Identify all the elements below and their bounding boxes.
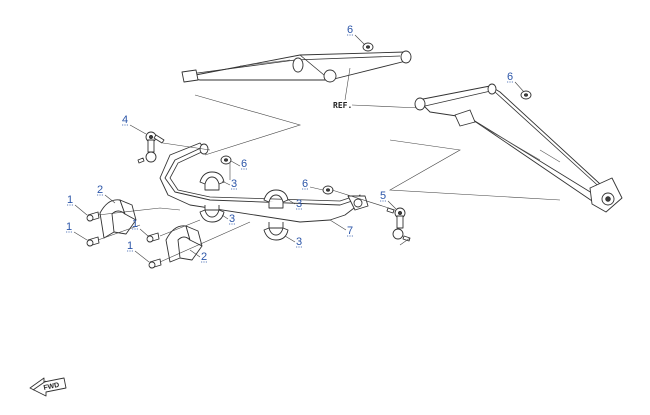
stabilizer-link-right [386,207,411,242]
nut-top [362,42,374,52]
assembly-line-f [162,142,211,151]
ref-leader-upper [344,67,351,101]
callout-1-a[interactable]: 1 [67,194,73,206]
stabilizer-link-left [137,131,165,164]
callout-2-right[interactable]: 2 [201,251,207,263]
bushing-lower-left [199,205,225,223]
fwd-label: FWD [43,382,60,392]
stabilizer-bar [159,142,369,223]
nut-mid [322,185,334,195]
bracket-left [99,199,137,239]
bracket-right [165,225,203,263]
ref-label: REF. [333,101,352,110]
callout-3-lower-right[interactable]: 3 [296,236,302,248]
upper-a-arm-reference [181,50,412,83]
bushing-upper-left [199,171,225,191]
callouts: 6 6 4 6 3 2 1 1 1 1 3 3 [66,24,525,263]
assembly-line-h [399,237,411,246]
lower-a-arm [388,83,623,213]
bolt-1b [86,236,100,247]
callout-1-c[interactable]: 1 [132,218,138,230]
callout-6-mid[interactable]: 6 [302,178,308,190]
callout-6-top[interactable]: 6 [347,24,353,36]
assembly-line-a [97,207,181,216]
bolt-1a [86,211,100,222]
callout-4[interactable]: 4 [122,114,128,126]
bushing-upper-right [263,189,289,209]
assembly-line-c [159,219,201,237]
callout-7[interactable]: 7 [347,225,353,237]
bolt-1d [148,258,162,269]
callout-5[interactable]: 5 [380,190,386,202]
callout-1-b[interactable]: 1 [66,221,72,233]
callout-2-left[interactable]: 2 [97,184,103,196]
callout-6-right[interactable]: 6 [507,71,513,83]
callout-3-upper-left[interactable]: 3 [231,178,237,190]
ref-leader-lower [351,104,421,109]
callout-3-lower-left[interactable]: 3 [229,213,235,225]
bushing-lower-right [263,222,289,241]
fwd-arrow-icon: FWD [29,377,67,397]
callout-1-d[interactable]: 1 [127,240,133,252]
upper-arm-leader [194,94,302,156]
callout-6-center[interactable]: 6 [241,158,247,170]
nut-center [220,155,232,165]
bolt-1c [146,232,160,243]
assembly-line-b [97,224,141,241]
nut-right [520,90,532,100]
assembly-line-d [159,221,251,263]
assembly-line-g [331,189,396,211]
callout-3-upper-right[interactable]: 3 [296,198,302,210]
